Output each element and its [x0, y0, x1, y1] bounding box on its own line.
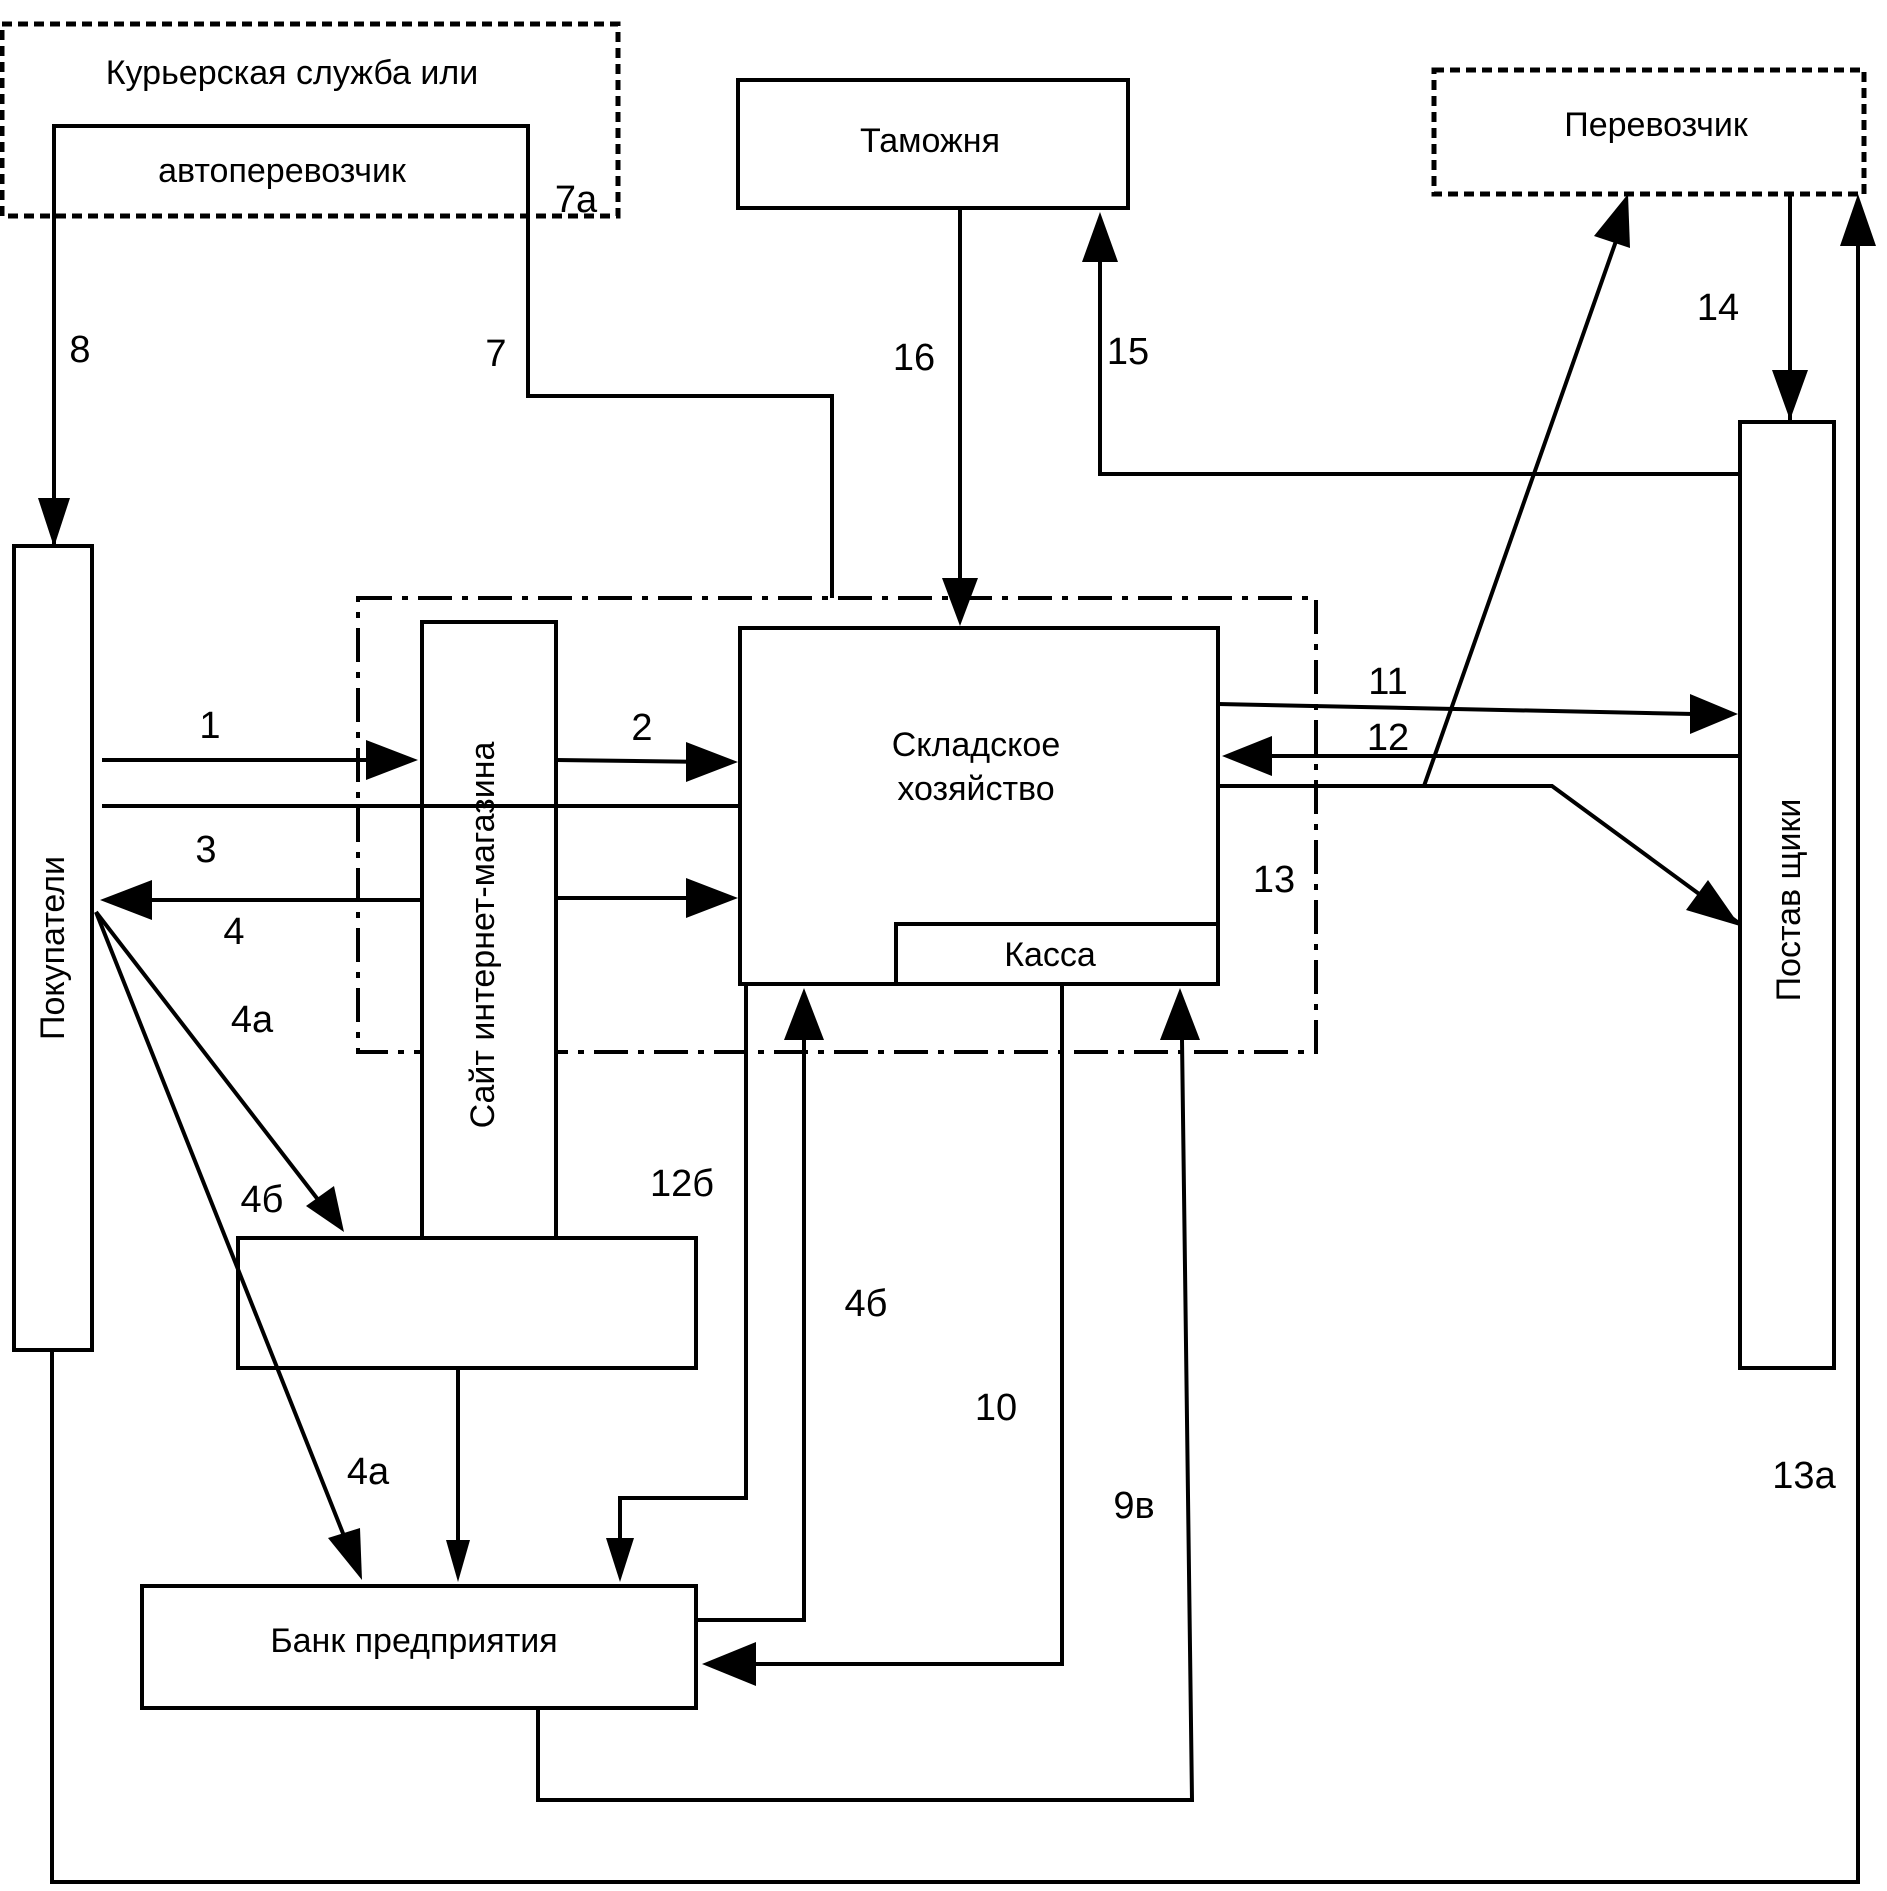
flow-label-1: 1 [199, 705, 220, 747]
flow-label-13: 13 [1253, 859, 1295, 901]
warehouse-label-1: Складское [892, 726, 1060, 764]
line-13a-buyers-loop [50, 220, 1860, 1884]
line-4a-buyers-box [94, 910, 328, 1212]
enterprise-boundary [356, 596, 1318, 1054]
empty-box [236, 1236, 698, 1370]
line-11-warehouse-suppliers [1217, 702, 1695, 716]
flow-label-12: 12 [1367, 717, 1409, 759]
line-9v-bank-warehouse [536, 1039, 1195, 1802]
arrowhead-13-carrier [1594, 194, 1630, 248]
arrowhead-4a-bank [328, 1528, 362, 1580]
flow-label-16: 16 [893, 337, 935, 379]
courier-label-1: Курьерская служба или [106, 54, 478, 92]
carrier-box [1431, 67, 1867, 197]
site-label: Сайт интернет-магазина [464, 742, 502, 1129]
flow-label-7a: 7а [555, 179, 598, 221]
line-7-courier-to-enterprise [52, 124, 834, 598]
cashier-label: Касса [1004, 936, 1096, 974]
arrowhead-12 [1222, 736, 1272, 776]
bank-label: Банк предприятия [270, 1622, 557, 1660]
arrowhead-10 [702, 1642, 756, 1686]
line-4b-bank-warehouse [696, 1040, 806, 1622]
arrowhead-15 [1082, 212, 1118, 262]
flow-label-7: 7 [485, 333, 506, 375]
courier-label-2: автоперевозчик [158, 152, 407, 190]
arrowhead-11 [1690, 694, 1738, 734]
flow-label-4b-mid: 4б [845, 1283, 888, 1325]
line-15-suppliers-customs [1098, 226, 1740, 476]
flow-label-4b-left: 4б [241, 1179, 284, 1221]
flow-label-4: 4 [223, 911, 244, 953]
arrowhead-4b-warehouse [784, 988, 824, 1040]
flow-label-4a-top: 4а [231, 999, 274, 1041]
arrowhead-14 [1772, 370, 1808, 420]
arrowhead-8 [38, 498, 70, 547]
suppliers-box [1738, 420, 1836, 1370]
customs-box [736, 78, 1130, 210]
arrowhead-4 [686, 878, 738, 918]
flow-label-12b: 12б [650, 1163, 714, 1205]
arrowhead-4a-box [306, 1186, 344, 1232]
flow-label-10: 10 [975, 1387, 1017, 1429]
line-12b-warehouse-bank [618, 984, 748, 1558]
flow-label-15: 15 [1107, 331, 1149, 373]
arrowhead-9v [1160, 988, 1200, 1040]
line-13-warehouse-suppliers [1218, 784, 1742, 926]
line-13-to-carrier [1422, 223, 1624, 787]
courier-box [0, 21, 621, 219]
cashier-box [894, 922, 1220, 986]
flow-label-4a-bottom: 4а [347, 1451, 390, 1493]
arrowhead-2 [686, 742, 738, 782]
arrowhead-3 [100, 880, 152, 920]
flow-label-11: 11 [1368, 661, 1407, 703]
flow-label-8: 8 [69, 329, 90, 371]
flow-label-9v: 9в [1113, 1485, 1154, 1527]
carrier-label: Перевозчик [1564, 106, 1749, 144]
line-10-cashier-bank [742, 984, 1064, 1666]
buyers-label: Покупатели [34, 856, 72, 1040]
flow-label-3: 3 [195, 829, 216, 871]
arrowhead-13-suppliers [1686, 880, 1740, 926]
bank-box [140, 1584, 698, 1710]
warehouse-label-2: хозяйство [897, 770, 1054, 808]
arrowhead-13a [1840, 194, 1876, 246]
flow-label-13a: 13а [1772, 1455, 1836, 1497]
line-4a-buyers-bank [94, 911, 350, 1547]
arrowhead-4b-bank [446, 1540, 470, 1582]
arrowhead-12b [606, 1538, 634, 1582]
customs-label: Таможня [860, 122, 1000, 160]
flow-label-14: 14 [1697, 287, 1739, 329]
arrowhead-1 [366, 740, 418, 780]
flow-label-2: 2 [631, 707, 652, 749]
suppliers-label: Постав щики [1770, 799, 1808, 1002]
arrowhead-16 [942, 578, 978, 626]
